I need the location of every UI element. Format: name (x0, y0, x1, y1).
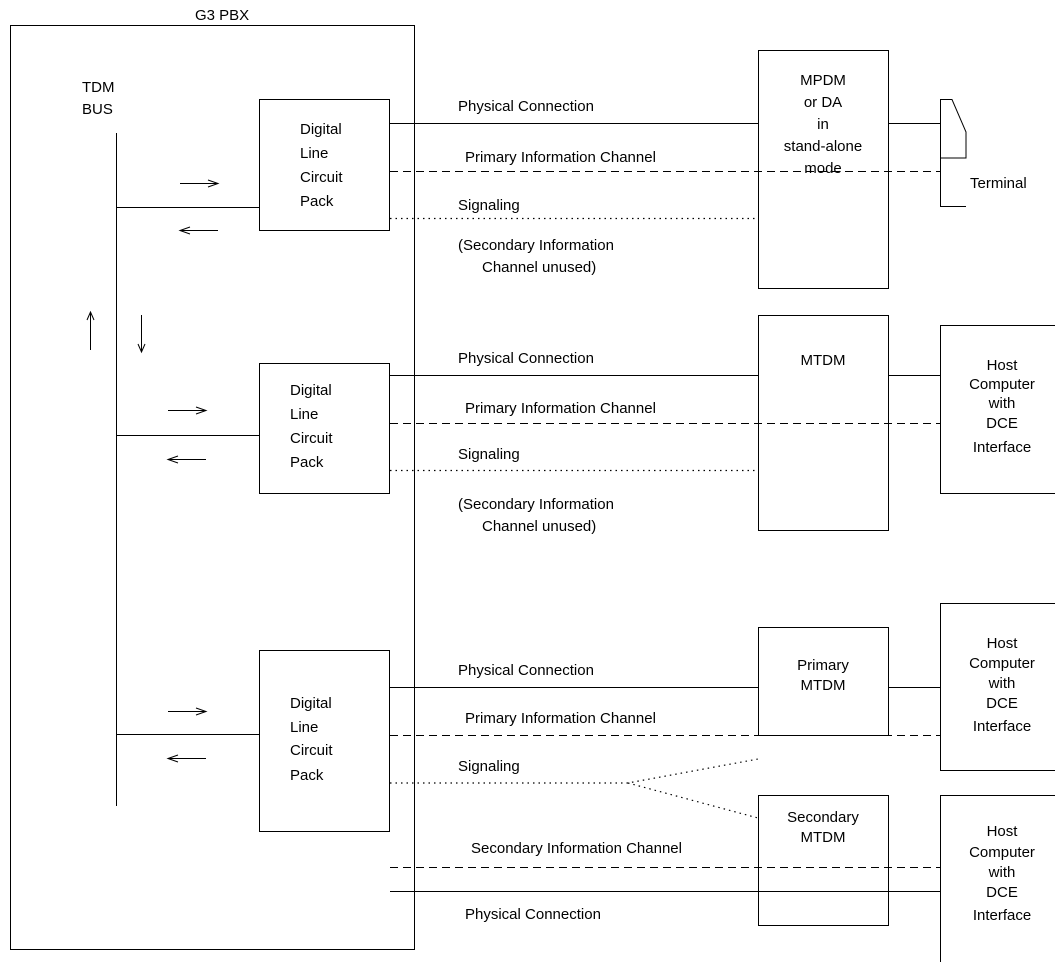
host-3-line-5: Interface (973, 907, 1031, 924)
pack-2-line-2: Line (290, 406, 318, 423)
primary-channel-label-1: Primary Information Channel (465, 149, 656, 166)
terminal-label: Terminal (970, 175, 1027, 192)
signaling-label-1: Signaling (458, 197, 520, 214)
mpdm-line-5: mode (804, 160, 842, 177)
mpdm-line-4: stand-alone (784, 138, 862, 155)
primary-channel-label-2: Primary Information Channel (465, 400, 656, 417)
pack-2-line-3: Circuit (290, 430, 333, 447)
tdm-bus-label-1: TDM (82, 79, 115, 96)
pack-3-line-1: Digital (290, 695, 332, 712)
arrow-left-icon (166, 754, 206, 763)
host-2-line-3: with (988, 675, 1016, 692)
physical-connection-label-1: Physical Connection (458, 98, 594, 115)
mpdm-box (758, 50, 889, 289)
pack-2-line-1: Digital (290, 382, 332, 399)
primary-mtdm-box (758, 627, 889, 736)
pack-2-line-4: Pack (290, 454, 324, 471)
physical-connection-label-2: Physical Connection (458, 350, 594, 367)
pack-3-line-2: Line (290, 719, 318, 736)
circuit-pack-1 (259, 99, 390, 231)
secondary-mtdm-line-2: MTDM (801, 829, 846, 846)
host-2-line-4: DCE (986, 695, 1018, 712)
pbx-box (10, 25, 415, 950)
host-1-line-1: Host (987, 357, 1019, 374)
primary-mtdm-line-1: Primary (797, 657, 849, 674)
host-1-line-4: DCE (986, 415, 1018, 432)
physical-connection-label-3: Physical Connection (458, 662, 594, 679)
mpdm-line-1: MPDM (800, 72, 846, 89)
terminal-icon (940, 99, 967, 207)
pack-1-line-1: Digital (300, 121, 342, 138)
host-3-line-3: with (988, 864, 1016, 881)
pack-1-line-2: Line (300, 145, 328, 162)
mtdm-label: MTDM (801, 352, 846, 369)
secondary-channel-label-3: Secondary Information Channel (471, 840, 682, 857)
primary-channel-label-3: Primary Information Channel (465, 710, 656, 727)
arrow-right-icon (168, 406, 208, 415)
arrow-right-icon (168, 707, 208, 716)
circuit-pack-2 (259, 363, 390, 494)
mpdm-line-2: or DA (804, 94, 842, 111)
circuit-pack-3 (259, 650, 390, 832)
host-3-line-4: DCE (986, 884, 1018, 901)
physical-connection-label-3b: Physical Connection (465, 906, 601, 923)
pack-1-line-4: Pack (300, 193, 334, 210)
host-2-line-5: Interface (973, 718, 1031, 735)
pack-3-line-3: Circuit (290, 742, 333, 759)
signaling-label-3: Signaling (458, 758, 520, 775)
mpdm-line-3: in (817, 116, 829, 133)
host-2-line-1: Host (987, 635, 1019, 652)
host-3-line-1: Host (987, 823, 1019, 840)
secondary-unused-label-2b: Channel unused) (482, 518, 596, 535)
host-computer-box-2 (940, 603, 1055, 771)
host-computer-box-1 (940, 325, 1055, 494)
host-1-line-5: Interface (973, 439, 1031, 456)
section-3: Digital Line Circuit Pack Physical Conne… (116, 603, 1055, 962)
secondary-unused-label-2a: (Secondary Information (458, 496, 614, 513)
arrow-left-icon (178, 226, 218, 235)
arrow-right-icon (180, 179, 220, 188)
secondary-unused-label-1b: Channel unused) (482, 259, 596, 276)
host-2-line-2: Computer (969, 655, 1035, 672)
host-3-line-2: Computer (969, 844, 1035, 861)
secondary-mtdm-box (758, 795, 889, 926)
bus-up-arrow (86, 310, 95, 350)
pbx-title: G3 PBX (195, 7, 249, 24)
arrow-left-icon (166, 455, 206, 464)
pack-1-line-3: Circuit (300, 169, 343, 186)
tdm-bus-label-2: BUS (82, 101, 113, 118)
host-computer-box-3 (940, 795, 1055, 962)
mtdm-box (758, 315, 889, 531)
host-1-line-2: Computer (969, 376, 1035, 393)
secondary-unused-label-1a: (Secondary Information (458, 237, 614, 254)
bus-down-arrow (137, 315, 146, 354)
signaling-label-2: Signaling (458, 446, 520, 463)
signaling-line-3b (627, 782, 759, 819)
signaling-line-3a (390, 758, 759, 784)
pack-3-line-4: Pack (290, 767, 324, 784)
secondary-mtdm-line-1: Secondary (787, 809, 859, 826)
host-1-line-3: with (988, 395, 1016, 412)
primary-mtdm-line-2: MTDM (801, 677, 846, 694)
section-1: Digital Line Circuit Pack Physical Conne… (116, 50, 1027, 289)
section-2: Digital Line Circuit Pack Physical Conne… (116, 315, 1055, 535)
